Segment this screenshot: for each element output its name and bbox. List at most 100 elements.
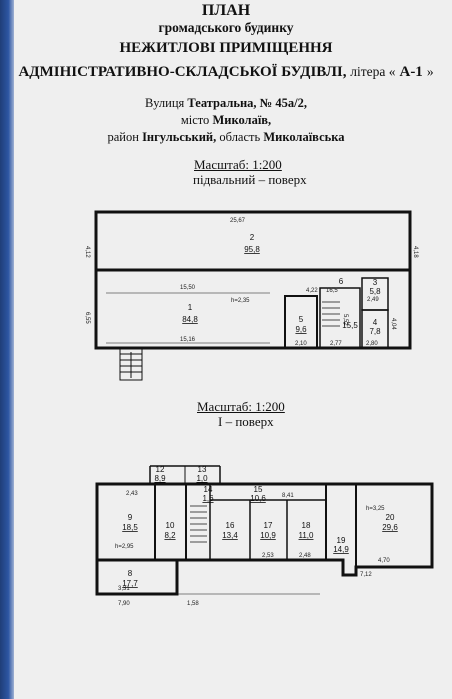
- basement-inner-stairs: [322, 301, 340, 327]
- plan-title: ПЛАН: [201, 2, 251, 19]
- room-13-number: 13: [198, 465, 207, 474]
- dim-ground-d1: 2,43: [126, 491, 138, 497]
- room-17-number: 17: [264, 521, 273, 530]
- basement-staircase: [119, 347, 143, 381]
- basement-dimensions: 25,67 4,12 4,18 15,50 h=2,35 6,55 15,16 …: [84, 218, 418, 347]
- ground-plan: [95, 465, 434, 596]
- building-name: АДМІНІСТРАТИВНО-СКЛАДСЬКОЇ БУДІВЛІ,: [18, 64, 347, 80]
- dim-ground-d6: 1,58: [187, 601, 199, 607]
- letter-label: літера «: [350, 64, 396, 79]
- address-district: район Інгульський, область Миколаївська: [0, 130, 452, 145]
- dim-basement-r-c: 2,49: [367, 297, 379, 303]
- room-3-number: 3: [373, 278, 378, 287]
- dim-basement-bottom: 15,16: [180, 337, 196, 343]
- basement-room-4-wall: [361, 309, 389, 349]
- street-value: Театральна, № 45а/2,: [187, 96, 307, 110]
- room-5-area: 9,6: [295, 325, 307, 334]
- room-10-number: 10: [166, 521, 175, 530]
- ground-outer-wall: [95, 482, 434, 577]
- ground-dimensions: h=2,95 h=3,25 2,43 8,41 3,31 4,70 7,90 1…: [115, 491, 390, 607]
- address-city: місто Миколаїв,: [0, 113, 452, 128]
- scan-edge: [0, 0, 14, 699]
- room-20-number: 20: [386, 513, 395, 522]
- dim-ground-d8: 2,53: [262, 553, 274, 559]
- dim-basement-mid: 15,50: [180, 285, 196, 291]
- room-6-area: 15,5: [342, 321, 358, 330]
- room-15-area: 10,6: [250, 494, 266, 503]
- dim-ground-d7: 7,12: [360, 572, 372, 578]
- room-19-number: 19: [337, 536, 346, 545]
- basement-scale: Масштаб: 1:200: [194, 157, 282, 172]
- room-8-number: 8: [128, 569, 133, 578]
- dim-ground-d3: 3,31: [118, 586, 130, 592]
- dim-basement-r-a: 4,22: [306, 288, 318, 294]
- room-15-number: 15: [254, 485, 263, 494]
- room-4-number: 4: [373, 318, 378, 327]
- building-title: АДМІНІСТРАТИВНО-СКЛАДСЬКОЇ БУДІВЛІ, літе…: [0, 64, 452, 81]
- city-value: Миколаїв,: [212, 113, 272, 127]
- dim-basement-r-d: 5,52: [342, 314, 348, 326]
- room-1-area: 84,8: [182, 315, 198, 324]
- room-6-number: 6: [339, 277, 344, 286]
- room-14-number: 14: [204, 485, 213, 494]
- city-label: місто: [180, 113, 210, 127]
- dim-basement-r-g: 2,77: [330, 341, 342, 347]
- room-18-area: 11,0: [299, 531, 315, 540]
- basement-room-6-wall: [319, 287, 361, 349]
- letter-value: А-1: [399, 64, 423, 80]
- room-10-area: 8,2: [164, 531, 176, 540]
- basement-room-1-wall: [94, 268, 412, 350]
- dim-basement-right-top: 4,18: [412, 246, 418, 258]
- room-13-area: 1,0: [196, 474, 208, 483]
- dim-basement-r-f: 2,10: [295, 341, 307, 347]
- room-4-area: 7,8: [369, 327, 381, 336]
- basement-room-5-wall: [284, 295, 318, 349]
- ground-floor-label: І – поверх: [218, 414, 274, 429]
- room-17-area: 10,9: [260, 531, 276, 540]
- dim-basement-r-b: 16,5: [326, 288, 338, 294]
- dim-basement-left-low: 6,55: [84, 312, 90, 324]
- room-2-area: 95,8: [244, 245, 260, 254]
- dim-basement-top: 25,67: [230, 218, 246, 224]
- room-12-area: 8,9: [154, 474, 166, 483]
- region-value: Миколаївська: [263, 130, 345, 144]
- room-2-number: 2: [250, 233, 255, 242]
- dim-basement-r-h: 2,80: [366, 341, 378, 347]
- room-19-area: 14,9: [333, 545, 349, 554]
- letter-close: »: [426, 64, 434, 79]
- dim-ground-d9: 2,48: [299, 553, 311, 559]
- room-9-number: 9: [128, 513, 133, 522]
- ground-scale: Масштаб: 1:200: [197, 399, 285, 414]
- ground-room-8-wall: [95, 558, 179, 596]
- room-1-number: 1: [188, 303, 193, 312]
- room-14-area: 1,6: [202, 494, 214, 503]
- street-label: Вулиця: [145, 96, 185, 110]
- district-value: Інгульський,: [142, 130, 217, 144]
- dim-ground-d4: 4,70: [378, 558, 390, 564]
- region-label: область: [219, 130, 261, 144]
- room-9-area: 18,5: [122, 523, 138, 532]
- district-label: район: [107, 130, 139, 144]
- room-20-area: 29,6: [382, 523, 398, 532]
- dim-ground-d5: 7,90: [118, 601, 130, 607]
- dim-ground-height: h=2,95: [115, 544, 134, 550]
- basement-room-labels: 2 95,8 1 84,8 5 9,6 6 15,5 3 5,8 4 7,8: [182, 233, 381, 336]
- address-street: Вулиця Театральна, № 45а/2,: [0, 96, 452, 111]
- dim-basement-r-e: 4,04: [390, 318, 396, 330]
- room-16-area: 13,4: [222, 531, 238, 540]
- plan-subtitle: громадського будинку: [158, 20, 294, 35]
- room-5-number: 5: [299, 315, 304, 324]
- dim-ground-height2: h=3,25: [366, 506, 385, 512]
- ground-room-labels: 12 8,9 13 1,0 15 10,6 14 1,6 9 18,5 10 8…: [122, 465, 398, 588]
- dim-ground-d2: 8,41: [282, 493, 294, 499]
- dim-basement-height: h=2,35: [231, 298, 250, 304]
- room-3-area: 5,8: [369, 287, 381, 296]
- premises-title: НЕЖИТЛОВІ ПРИМІЩЕННЯ: [119, 40, 333, 56]
- room-18-number: 18: [302, 521, 311, 530]
- room-8-area: 17,7: [122, 579, 138, 588]
- dim-basement-left-top: 4,12: [84, 246, 90, 258]
- basement-plan: [94, 210, 412, 381]
- basement-floor-label: підвальний – поверх: [193, 172, 307, 187]
- room-12-number: 12: [156, 465, 165, 474]
